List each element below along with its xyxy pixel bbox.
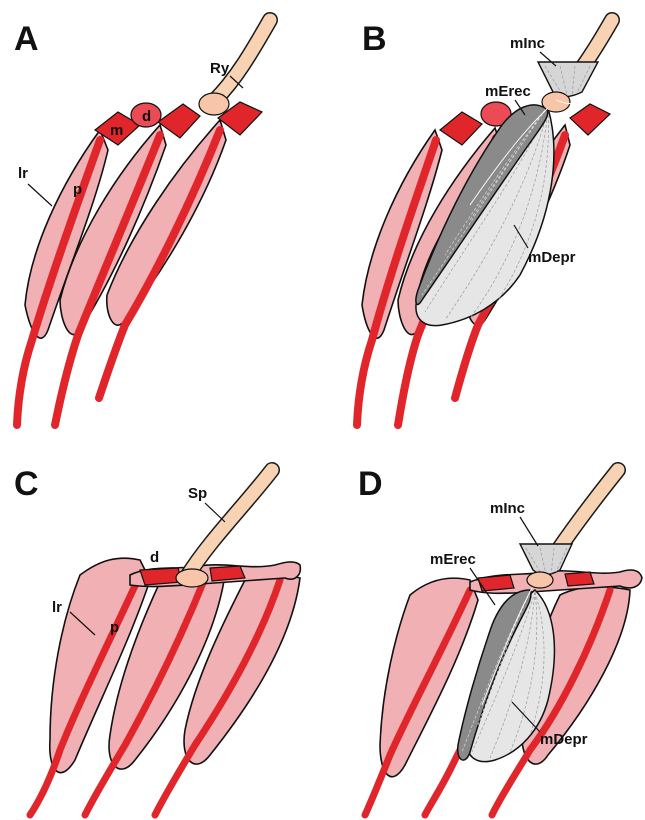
panel-letter-a: A: [14, 20, 39, 58]
label-p: p: [73, 181, 82, 198]
label-merec: mErec: [430, 551, 476, 568]
panel-c: C Sp d lr p: [14, 465, 300, 815]
label-lr: lr: [52, 599, 62, 616]
panel-letter-c: C: [14, 465, 39, 503]
panel-letter-b: B: [362, 20, 387, 58]
panel-d: D mInc mErec mDepr: [358, 465, 642, 815]
fin-ray-base: [542, 92, 570, 112]
label-merec: mErec: [485, 83, 531, 100]
label-ry: Ry: [210, 60, 230, 77]
leader-sp: [205, 503, 225, 522]
label-d: d: [142, 108, 151, 125]
panel-b: B mInc mErec mDepr: [357, 20, 612, 425]
panel-letter-d: D: [358, 465, 383, 503]
panel-a: A Ry m d lr p: [14, 20, 270, 425]
label-minc: mInc: [510, 35, 545, 52]
label-p: p: [110, 619, 119, 636]
median-radial-2: [210, 566, 245, 581]
median-radial-3: [570, 104, 610, 135]
median-radial-2: [158, 104, 200, 138]
fin-spine-base: [527, 572, 553, 588]
fin-spine-base: [176, 569, 208, 587]
label-mdepr: mDepr: [528, 249, 576, 266]
fin-ray-base: [199, 93, 229, 115]
median-radial-1: [440, 112, 482, 145]
label-d: d: [150, 549, 159, 566]
label-m: m: [110, 122, 123, 139]
leader-lr: [28, 184, 52, 206]
label-mdepr: mDepr: [540, 731, 588, 748]
median-radial-3: [565, 572, 594, 586]
m-inclinator: [520, 544, 572, 575]
m-inclinator: [538, 62, 598, 97]
label-minc: mInc: [490, 500, 525, 517]
label-lr: lr: [18, 165, 28, 182]
label-sp: Sp: [188, 485, 207, 502]
leader-minc: [520, 517, 538, 546]
